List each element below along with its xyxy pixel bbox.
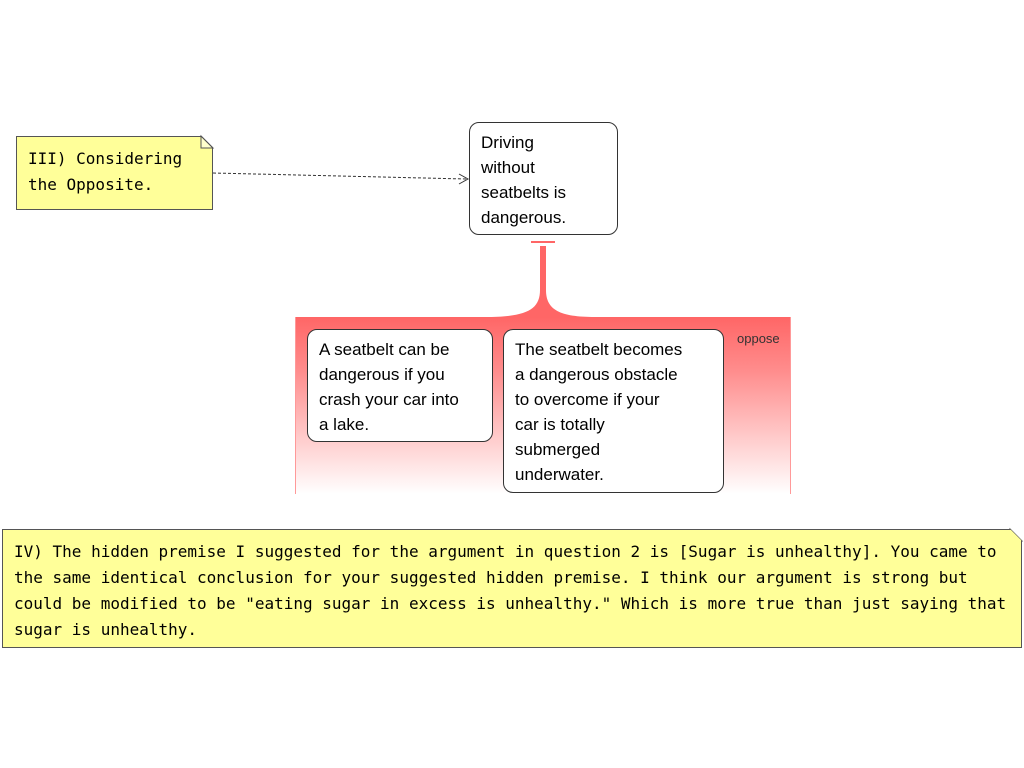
opposing-reason-text: The seatbelt becomes a dangerous obstacl… — [515, 340, 683, 484]
oppose-label: oppose — [737, 331, 780, 346]
opposing-reason-text: A seatbelt can be dangerous if you crash… — [319, 340, 459, 434]
note-fold-edge — [200, 135, 214, 149]
opposing-reason-box[interactable]: A seatbelt can be dangerous if you crash… — [307, 329, 493, 442]
note-considering-opposite[interactable]: III) Considering the Opposite. — [16, 136, 213, 210]
note-considering-opposite-text: III) Considering the Opposite. — [28, 149, 183, 194]
main-claim-text: Driving without seatbelts is dangerous. — [481, 133, 567, 227]
note-link-arrowhead — [458, 173, 470, 185]
note-hidden-premise[interactable]: IV) The hidden premise I suggested for t… — [2, 529, 1022, 648]
oppose-stem — [485, 246, 595, 317]
note-hidden-premise-text: IV) The hidden premise I suggested for t… — [14, 542, 1016, 639]
main-claim-box[interactable]: Driving without seatbelts is dangerous. — [469, 122, 618, 235]
note-link-line — [212, 172, 467, 180]
opposing-reason-box[interactable]: The seatbelt becomes a dangerous obstacl… — [503, 329, 724, 493]
